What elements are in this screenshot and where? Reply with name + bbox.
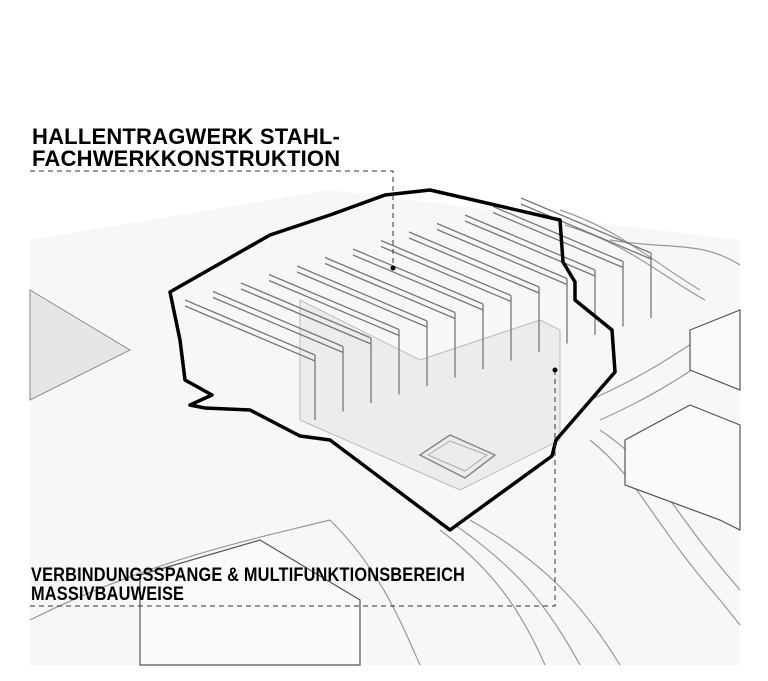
truss bbox=[184, 299, 316, 420]
building-base bbox=[299, 299, 561, 491]
annotation-line: FACHWERKKONSTRUKTION bbox=[32, 146, 341, 171]
truss bbox=[352, 248, 484, 369]
annotation-line: VERBINDUNGSSPANGE & MULTIFUNKTIONSBEREIC… bbox=[31, 565, 466, 586]
leader-line-2 bbox=[30, 370, 556, 607]
truss bbox=[436, 222, 568, 344]
leader-dot-2 bbox=[552, 367, 558, 373]
truss bbox=[408, 231, 540, 352]
annotation-connecting-wing: VERBINDUNGSSPANGE & MULTIFUNKTIONSBEREIC… bbox=[31, 566, 465, 604]
truss bbox=[464, 214, 596, 335]
truss bbox=[380, 239, 512, 361]
truss bbox=[520, 197, 652, 318]
truss bbox=[240, 282, 372, 403]
annotation-steel-truss: HALLENTRAGWERK STAHL- FACHWERKKONSTRUKTI… bbox=[32, 126, 340, 170]
annotation-line: MASSIVBAUWEISE bbox=[31, 584, 185, 605]
leader-dot-1 bbox=[390, 265, 396, 271]
courtyard-inner bbox=[426, 440, 489, 472]
project-outline bbox=[168, 188, 617, 532]
neighbour-buildings bbox=[139, 309, 741, 666]
truss bbox=[296, 265, 428, 386]
courtyard bbox=[418, 434, 497, 479]
truss bbox=[492, 205, 624, 327]
steel-truss-roof bbox=[184, 197, 652, 420]
annotation-line: HALLENTRAGWERK STAHL- bbox=[32, 124, 341, 149]
truss bbox=[324, 256, 456, 378]
truss bbox=[268, 273, 400, 395]
leader-line-1 bbox=[30, 170, 394, 268]
truss bbox=[212, 290, 344, 412]
terrain-pit bbox=[29, 289, 132, 401]
